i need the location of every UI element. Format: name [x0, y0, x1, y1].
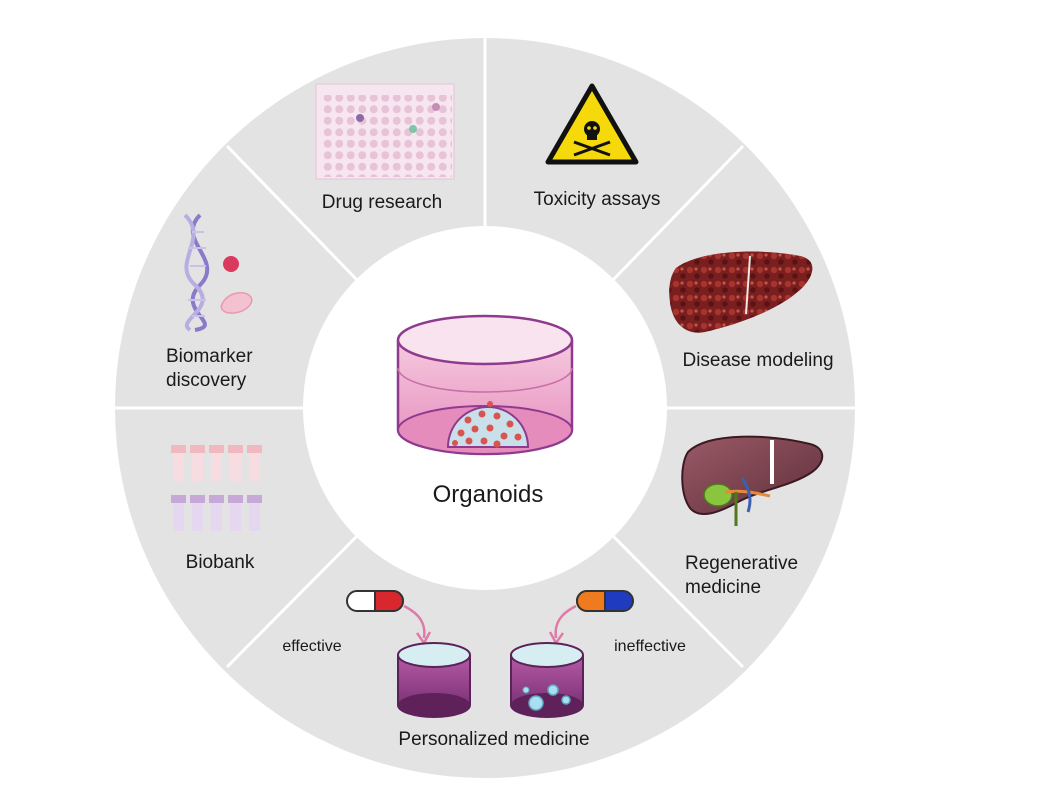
effective-arrow — [403, 604, 426, 639]
ineffective-dish-icon — [510, 642, 584, 718]
disease-modeling-label: Disease modeling — [682, 350, 833, 371]
biobank-label: Biobank — [186, 552, 255, 573]
regenerative-label-line1: Regenerative — [685, 553, 798, 574]
effective-dish-icon — [397, 642, 471, 718]
well-plate-icon — [315, 83, 455, 180]
ineffective-label: ineffective — [614, 638, 686, 655]
organoid-dish-icon — [396, 314, 574, 456]
toxicity-assays-label: Toxicity assays — [534, 189, 661, 210]
ineffective-capsule-icon — [576, 590, 634, 612]
effective-label: effective — [282, 638, 341, 655]
biobank-tubes-icon — [171, 445, 262, 531]
drug-research-label: Drug research — [322, 192, 442, 213]
biomarker-dot-icon — [223, 256, 239, 272]
toxicity-warning-icon — [545, 83, 639, 165]
effective-capsule-icon — [346, 590, 404, 612]
biomarker-label-line2: discovery — [166, 370, 247, 391]
center-label: Organoids — [433, 481, 544, 508]
biomarker-cell-icon — [220, 291, 253, 314]
dna-helix-icon — [183, 213, 210, 332]
liver-icon — [681, 435, 824, 526]
regenerative-label-line2: medicine — [685, 577, 761, 598]
biomarker-label-line1: Biomarker — [166, 346, 253, 367]
diseased-liver-icon — [669, 251, 813, 333]
personalized-medicine-label: Personalized medicine — [398, 729, 589, 750]
segment-dividers — [114, 38, 856, 669]
ineffective-arrow — [554, 604, 577, 639]
